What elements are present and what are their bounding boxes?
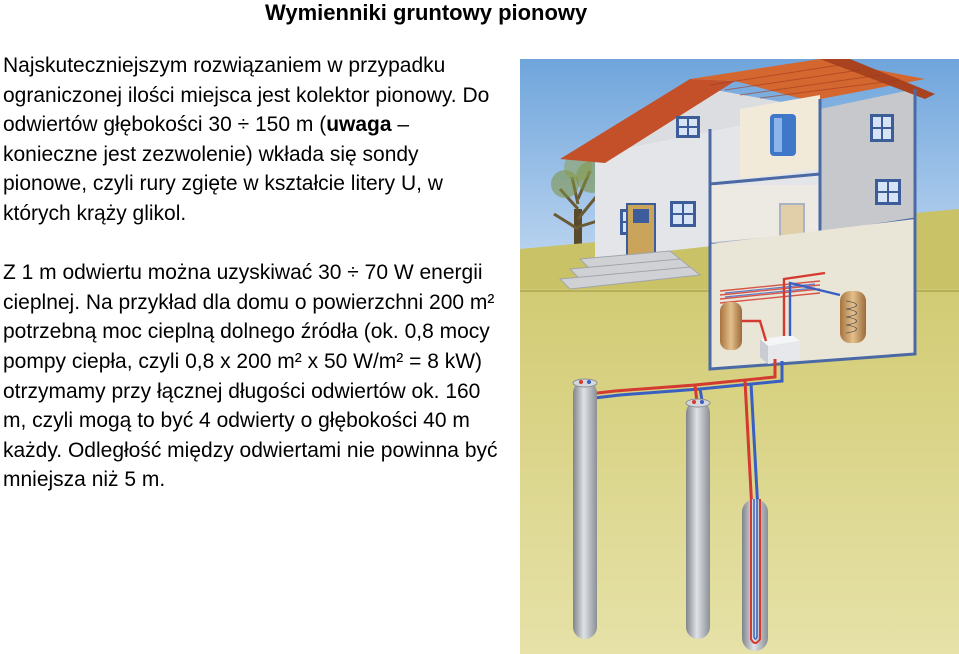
slide-title: Wymienniki gruntowy pionowy — [265, 0, 588, 25]
house-side-wall — [820, 89, 915, 234]
roof-left — [560, 79, 735, 163]
text-block: Najskuteczniejszym rozwiązaniem w przypa… — [3, 51, 508, 495]
paragraph-energy-calculation: Z 1 m odwiertu można uzyskiwać 30 ÷ 70 W… — [3, 261, 498, 492]
paragraph-1-part-1: Najskuteczniejszym rozwiązaniem w przypa… — [3, 54, 490, 137]
house-heat-pump-illustration — [520, 59, 959, 654]
warning-emphasis: uwaga — [326, 113, 392, 137]
buffer-tank — [720, 302, 742, 350]
vertical-probe-3 — [742, 499, 768, 651]
vertical-probe-2 — [685, 398, 711, 639]
vertical-probe-1 — [572, 378, 598, 639]
roof-right — [820, 59, 935, 99]
storage-tank-attic — [770, 114, 796, 156]
hot-water-tank — [840, 291, 866, 343]
paragraph-1-part-2: – konieczne jest zezwolenie) wkłada się … — [3, 113, 443, 225]
heat-pump-unit — [760, 335, 800, 364]
heat-pump-pipes — [742, 271, 841, 342]
entrance-steps — [558, 250, 702, 290]
floor-heating-coils — [719, 280, 821, 304]
paragraph-vertical-collector: Najskuteczniejszym rozwiązaniem w przypa… — [3, 51, 508, 229]
